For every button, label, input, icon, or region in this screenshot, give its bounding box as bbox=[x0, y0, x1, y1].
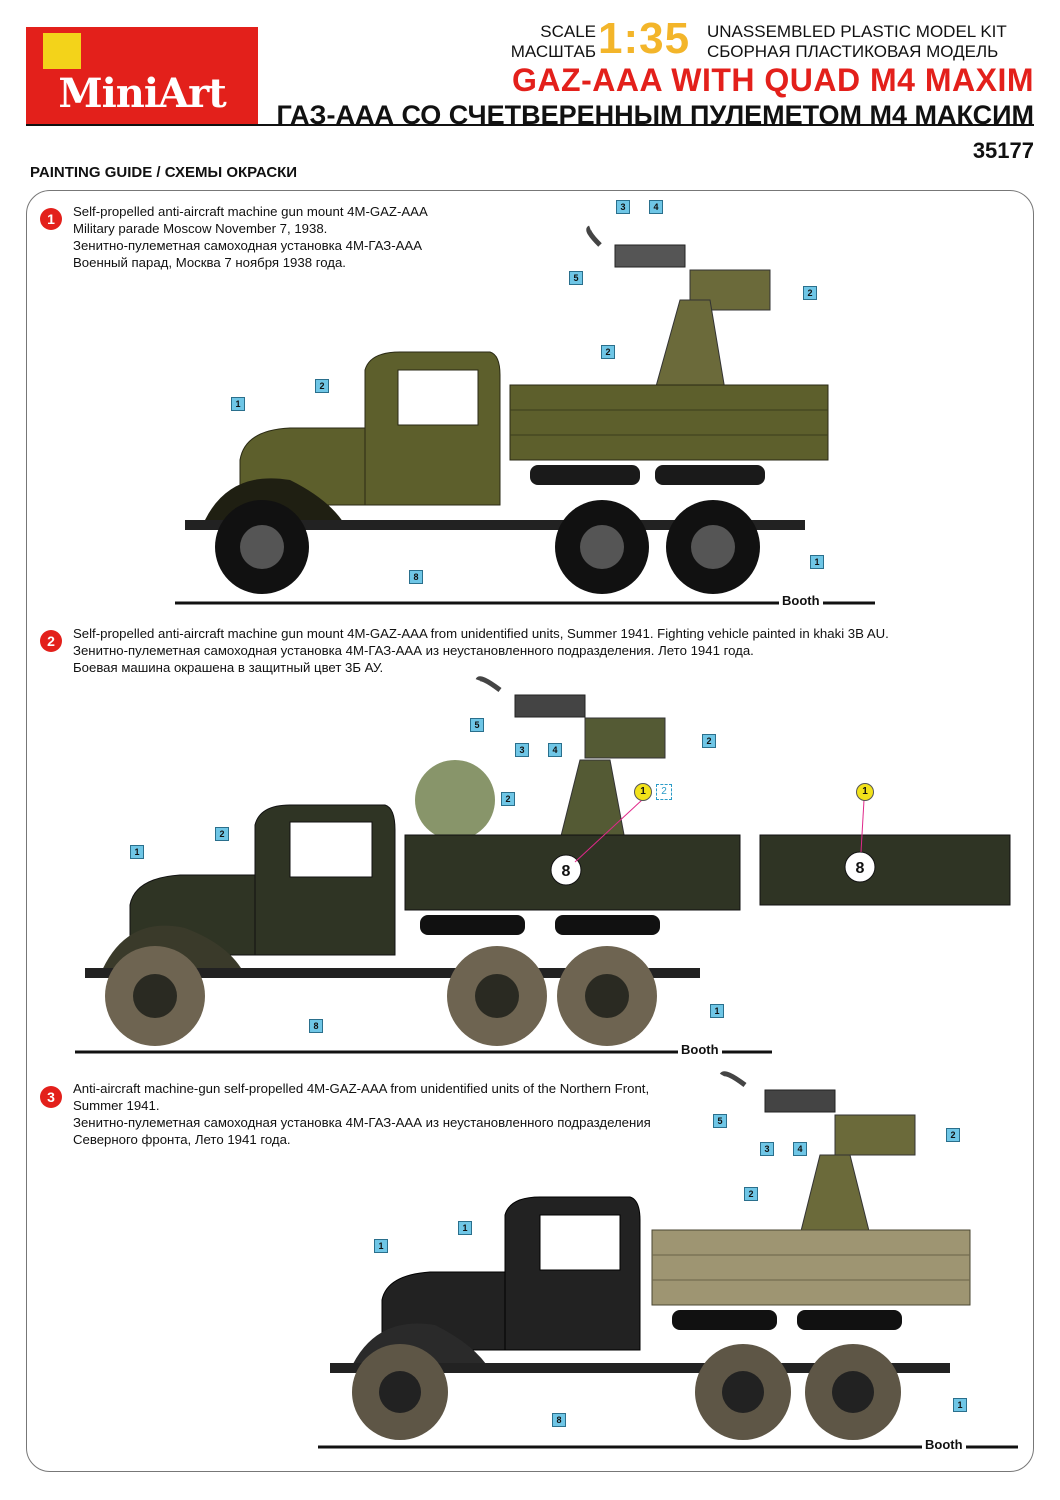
logo-text: MiniArt bbox=[58, 70, 226, 117]
scheme-1-description: Self-propelled anti-aircraft machine gun… bbox=[73, 203, 428, 271]
callout-1: 1 bbox=[810, 555, 824, 569]
callout-2: 2 bbox=[946, 1128, 960, 1142]
callout-4: 4 bbox=[649, 200, 663, 214]
scheme-2-line: Зенитно-пулеметная самоходная установка … bbox=[73, 643, 754, 658]
callout-1: 1 bbox=[130, 845, 144, 859]
callout-4: 4 bbox=[793, 1142, 807, 1156]
title-russian: ГАЗ-ААА СО СЧЕТВЕРЕННЫМ ПУЛЕМЕТОМ М4 МАК… bbox=[276, 100, 1034, 130]
callout-2: 2 bbox=[215, 827, 229, 841]
svg-text:8: 8 bbox=[562, 863, 571, 880]
callout-2: 2 bbox=[501, 792, 515, 806]
callout-1: 1 bbox=[374, 1239, 388, 1253]
decal-callout-2: 2 bbox=[656, 784, 672, 800]
scheme-3-line: Summer 1941. bbox=[73, 1098, 160, 1113]
booth-label: Booth bbox=[922, 1437, 966, 1452]
scheme-3-line: Anti-aircraft machine-gun self-propelled… bbox=[73, 1081, 650, 1096]
callout-3: 3 bbox=[515, 743, 529, 757]
scheme-2-line: Self-propelled anti-aircraft machine gun… bbox=[73, 626, 889, 641]
callout-4: 4 bbox=[548, 743, 562, 757]
guide-frame bbox=[26, 190, 1034, 1472]
scheme-2-number: 2 bbox=[40, 630, 62, 652]
scheme-1-line: Self-propelled anti-aircraft machine gun… bbox=[73, 204, 428, 219]
scheme-3-number: 3 bbox=[40, 1086, 62, 1108]
callout-8: 8 bbox=[552, 1413, 566, 1427]
logo-yellow-square bbox=[43, 33, 81, 69]
decal-callout-1: 1 bbox=[634, 783, 652, 801]
callout-5: 5 bbox=[569, 271, 583, 285]
callout-1: 1 bbox=[710, 1004, 724, 1018]
scheme-3-description: Anti-aircraft machine-gun self-propelled… bbox=[73, 1080, 651, 1148]
callout-5: 5 bbox=[470, 718, 484, 732]
callout-2: 2 bbox=[601, 345, 615, 359]
callout-1: 1 bbox=[458, 1221, 472, 1235]
scheme-3-line: Северного фронта, Лето 1941 года. bbox=[73, 1132, 291, 1147]
kit-number: 35177 bbox=[972, 138, 1034, 163]
decal-callout-1: 1 bbox=[856, 783, 874, 801]
svg-text:8: 8 bbox=[856, 860, 865, 877]
scale-label-en: SCALE bbox=[540, 22, 596, 41]
callout-1: 1 bbox=[953, 1398, 967, 1412]
callout-3: 3 bbox=[616, 200, 630, 214]
miniart-logo: MiniArt bbox=[26, 27, 258, 125]
booth-label: Booth bbox=[779, 593, 823, 608]
kit-type-label: UNASSEMBLED PLASTIC MODEL KIT СБОРНАЯ ПЛ… bbox=[707, 22, 1007, 62]
scheme-1-number: 1 bbox=[40, 208, 62, 230]
scheme-2-line: Боевая машина окрашена в защитный цвет 3… bbox=[73, 660, 384, 675]
callout-2: 2 bbox=[803, 286, 817, 300]
scheme-2-description: Self-propelled anti-aircraft machine gun… bbox=[73, 625, 889, 676]
scheme-3-line: Зенитно-пулеметная самоходная установка … bbox=[73, 1115, 651, 1130]
scale-value: 1:35 bbox=[598, 14, 691, 63]
kit-type-ru: СБОРНАЯ ПЛАСТИКОВАЯ МОДЕЛЬ bbox=[707, 42, 999, 61]
scale-label-ru: МАСШТАБ bbox=[510, 42, 596, 61]
scheme-1-line: Военный парад, Москва 7 ноября 1938 года… bbox=[73, 255, 346, 270]
callout-3: 3 bbox=[760, 1142, 774, 1156]
callout-8: 8 bbox=[309, 1019, 323, 1033]
scale-label: SCALE МАСШТАБ bbox=[470, 22, 596, 62]
callout-2: 2 bbox=[702, 734, 716, 748]
booth-label: Booth bbox=[678, 1042, 722, 1057]
header-rule bbox=[26, 124, 1034, 126]
scheme-1-line: Зенитно-пулеметная самоходная установка … bbox=[73, 238, 422, 253]
scheme-1-line: Military parade Moscow November 7, 1938. bbox=[73, 221, 328, 236]
kit-type-en: UNASSEMBLED PLASTIC MODEL KIT bbox=[707, 22, 1007, 41]
callout-1: 1 bbox=[231, 397, 245, 411]
painting-guide-title: PAINTING GUIDE / СХЕМЫ ОКРАСКИ bbox=[30, 164, 298, 181]
callout-8: 8 bbox=[409, 570, 423, 584]
callout-2: 2 bbox=[744, 1187, 758, 1201]
title-english: GAZ-AAA WITH QUAD M4 MAXIM bbox=[512, 62, 1034, 98]
callout-5: 5 bbox=[713, 1114, 727, 1128]
callout-2: 2 bbox=[315, 379, 329, 393]
